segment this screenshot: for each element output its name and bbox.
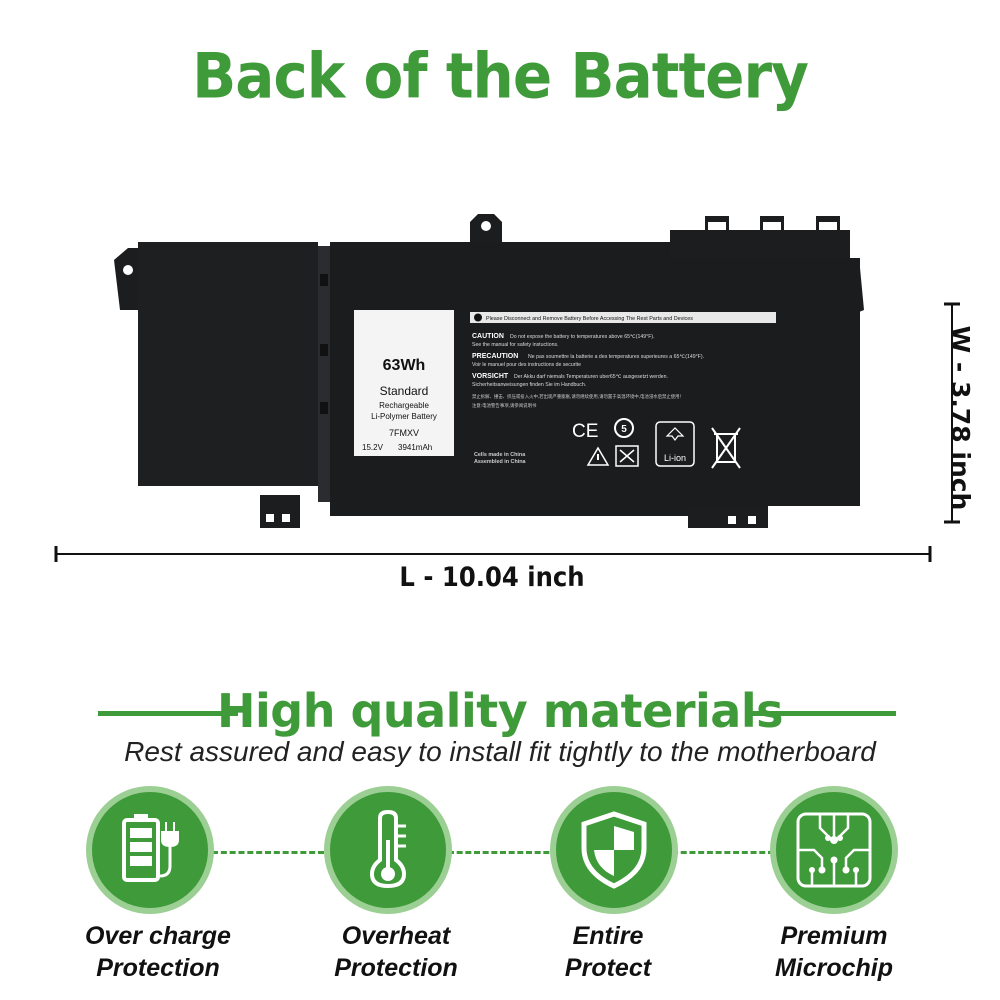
- feature-line2: Protection: [334, 954, 458, 982]
- spec-voltage: 15.2V: [362, 443, 384, 452]
- feature-label-overcharge: Over charge Protection: [48, 920, 268, 984]
- caution-text: Do not expose the battery to temperature…: [510, 334, 655, 340]
- title-rule-left: [98, 711, 238, 716]
- feature-label-microchip: Premium Microchip: [724, 920, 944, 984]
- spec-type: Standard: [380, 384, 429, 398]
- spec-line2: Li-Polymer Battery: [371, 412, 437, 421]
- caution-text-2: See the manual for safety instuctions.: [472, 342, 559, 348]
- shield-icon: [581, 811, 647, 889]
- microchip-icon: [796, 812, 872, 888]
- length-label: L - 10.04 inch: [399, 562, 585, 593]
- spec-label-panel: [354, 310, 454, 456]
- vorsicht-title: VORSICHT: [472, 373, 509, 380]
- length-dimension-line: [54, 546, 932, 562]
- precaution-text-2: Voir le manuel pour des instructions de …: [472, 362, 581, 368]
- svg-text:5: 5: [621, 424, 627, 435]
- li-ion-recycle-icon: [655, 421, 695, 467]
- feature-line1: Premium: [780, 922, 888, 950]
- feature-line1: Entire: [572, 922, 644, 950]
- thermometer-icon: [369, 810, 407, 889]
- feature-line1: Over charge: [85, 922, 231, 950]
- width-label: W - 3.78 inch: [946, 325, 975, 511]
- feature-circle-overcharge: [86, 786, 214, 914]
- spec-mah: 3941mAh: [398, 443, 432, 452]
- section-title: High quality materials: [217, 684, 784, 738]
- feature-circle-microchip: [770, 786, 898, 914]
- spec-line1: Rechargeable: [379, 401, 429, 410]
- warning-header: Please Disconnect and Remove Battery Bef…: [486, 316, 693, 322]
- ac-symbol-icon: [615, 445, 639, 467]
- connector-2: [448, 851, 558, 854]
- feature-line2: Microchip: [774, 954, 894, 982]
- page-title: Back of the Battery: [192, 39, 809, 113]
- warning-header-bar: [470, 312, 776, 323]
- spec-capacity: 63Wh: [383, 357, 426, 374]
- feature-circle-overheat: [324, 786, 452, 914]
- caution-title: CAUTION: [472, 333, 504, 340]
- bottom-left-tab: [260, 495, 300, 528]
- feature-label-protect: Entire Protect: [498, 920, 718, 984]
- connector-3: [672, 851, 774, 854]
- recycle-5-icon: [614, 418, 634, 438]
- chinese-warning-2: 注意:电池警告事项,请参阅说明书: [472, 402, 537, 409]
- feature-line1: Overheat: [341, 922, 451, 950]
- ce-mark-icon: CE: [572, 421, 598, 442]
- spec-model: 7FMXV: [389, 428, 419, 438]
- precaution-text: Ne pas soumettre la batterie a des tempe…: [528, 354, 704, 360]
- warning-triangle-icon: [586, 446, 610, 466]
- title-rule-right: [750, 711, 896, 716]
- connector-1: [212, 851, 324, 854]
- svg-text:Li-ion: Li-ion: [664, 453, 686, 463]
- precaution-title: PRECAUTION: [472, 353, 518, 360]
- width-dimension-line: [944, 302, 960, 524]
- chinese-warning-1: 禁止拆解、撞击、挤压或投入火中,若出现严重膨胀,请勿继续使用,请勿置于高温环境中…: [472, 393, 682, 400]
- left-mount-tab: [114, 248, 140, 310]
- battery-image: 63Wh Standard Rechargeable Li-Polymer Ba…: [114, 214, 864, 528]
- vorsicht-text: Der Akku darf niemals Temperaturen uber6…: [514, 374, 668, 380]
- weee-bin-icon: [711, 427, 741, 469]
- section-subtitle: Rest assured and easy to install fit tig…: [124, 736, 876, 767]
- feature-label-overheat: Overheat Protection: [286, 920, 506, 984]
- assembled-in: Assembled in China: [474, 459, 527, 465]
- feature-circle-protect: [550, 786, 678, 914]
- cells-made-in: Cells made in China: [474, 452, 526, 458]
- vorsicht-text-2: Sicherheitsanweisungen finden Sie im Han…: [472, 382, 586, 388]
- feature-line2: Protect: [564, 954, 652, 982]
- feature-line2: Protection: [96, 954, 220, 982]
- battery-charge-icon: [122, 814, 179, 882]
- battery-left-cell: [138, 242, 318, 486]
